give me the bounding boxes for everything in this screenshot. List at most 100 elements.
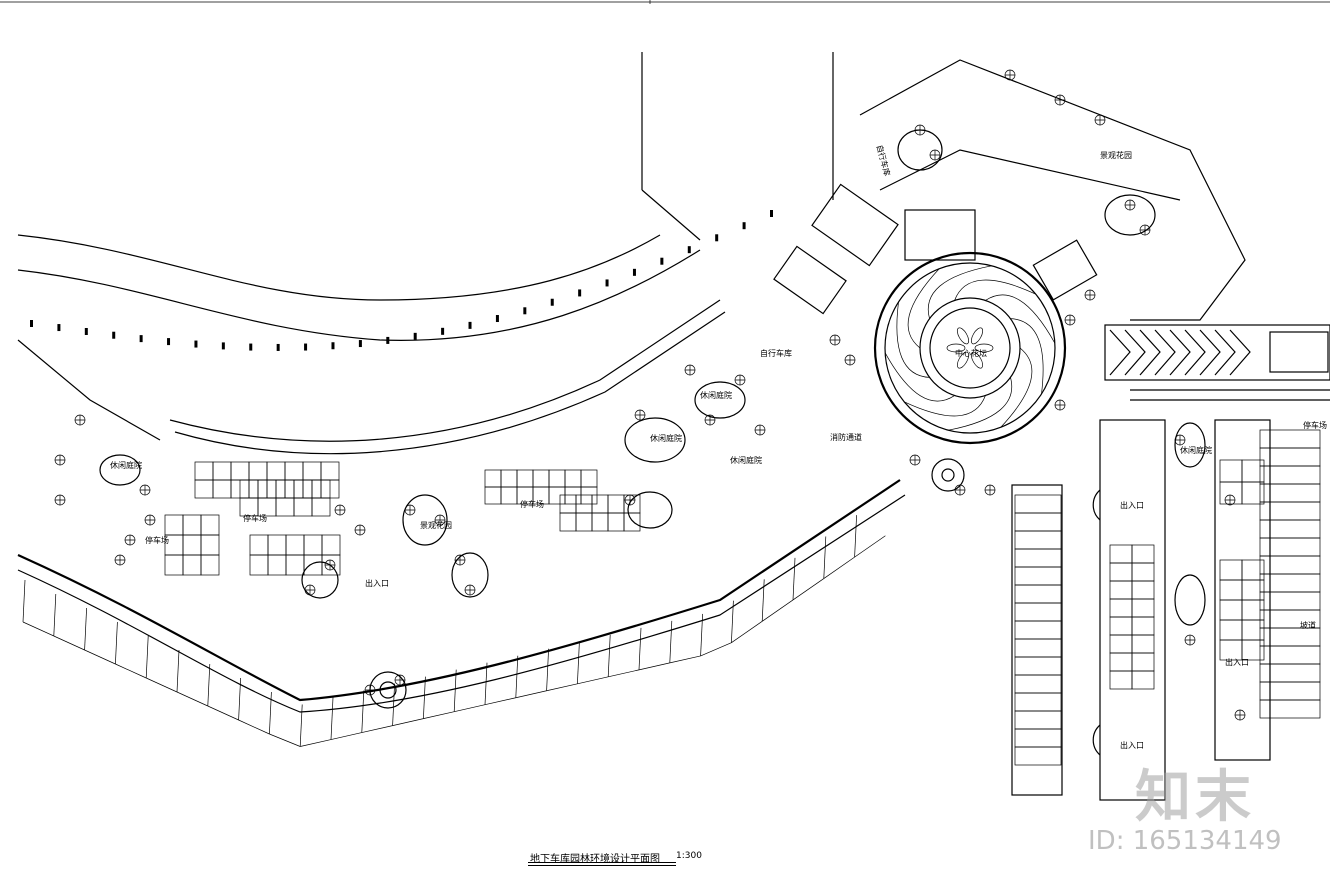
- stall-edge: [577, 676, 609, 685]
- tree-symbol-cross: [1065, 315, 1075, 325]
- column-markers: [30, 210, 773, 351]
- tree-symbol-cross: [465, 585, 475, 595]
- stall-edge: [854, 535, 886, 558]
- parking-space: [1014, 584, 1062, 604]
- parking-space: [1259, 483, 1321, 503]
- tree-symbol-cross: [405, 505, 415, 515]
- tree-symbol-cross: [335, 505, 345, 515]
- label-garden-2: 景观花园: [420, 521, 452, 530]
- parking-space: [1219, 459, 1243, 483]
- stall-divider: [515, 655, 519, 698]
- stall-divider: [731, 600, 734, 643]
- label-central-bed: 中心花坛: [955, 349, 987, 358]
- parking-space: [548, 486, 566, 505]
- stall-divider: [423, 676, 426, 719]
- parking-space: [212, 479, 232, 499]
- column-marker: [139, 335, 143, 343]
- parking-space: [1109, 562, 1133, 582]
- column-marker: [660, 257, 664, 265]
- parking-space: [1241, 619, 1265, 641]
- parking-space: [623, 512, 641, 532]
- parking-space: [1131, 562, 1155, 582]
- tree-symbol-cross: [845, 355, 855, 365]
- parking-space: [1219, 481, 1243, 505]
- stall-divider: [53, 593, 57, 637]
- title-underline-2: [528, 865, 676, 866]
- parking-space: [182, 514, 202, 536]
- stall-divider: [761, 579, 765, 622]
- column-marker: [770, 210, 773, 217]
- column-marker: [386, 336, 390, 344]
- curved-building: [17, 299, 906, 713]
- stall-divider: [176, 649, 180, 693]
- parking-space: [1109, 652, 1133, 672]
- parking-space: [285, 554, 305, 576]
- parking-space: [607, 494, 625, 514]
- column-marker: [578, 289, 582, 297]
- parking-space: [1014, 512, 1062, 532]
- east-parking-block: [1011, 389, 1330, 801]
- tree-symbol-cross: [55, 455, 65, 465]
- stall-divider: [577, 641, 580, 684]
- central-rotunda: [873, 251, 1067, 445]
- parking-space: [249, 534, 269, 556]
- tree-symbol-cross: [930, 150, 940, 160]
- column-marker: [550, 298, 554, 306]
- circular-stairs: [369, 458, 1101, 756]
- parking-space: [303, 554, 323, 576]
- parking-space: [1259, 519, 1321, 539]
- stall-edge: [176, 691, 208, 707]
- label-parking-3: 停车场: [1303, 421, 1327, 430]
- label-entrance-2: 出入口: [1120, 501, 1144, 510]
- label-entrance-1: 出入口: [365, 579, 389, 588]
- flower-petal: [970, 327, 984, 345]
- parking-space: [516, 469, 534, 488]
- tree-symbol-cross: [1225, 495, 1235, 505]
- parking-space: [1241, 579, 1265, 601]
- parking-space: [1014, 620, 1062, 640]
- parking-space: [320, 461, 340, 481]
- column-marker: [167, 338, 171, 346]
- parking-space: [1219, 619, 1243, 641]
- column-marker: [687, 246, 691, 254]
- stall-edge: [454, 704, 486, 713]
- stall-divider: [84, 607, 87, 651]
- parking-space: [1014, 530, 1062, 550]
- parking-space: [1259, 501, 1321, 521]
- parking-space: [1241, 481, 1265, 505]
- parking-space: [1014, 566, 1062, 586]
- parking-space: [1014, 674, 1062, 694]
- parking-space: [564, 469, 582, 488]
- parking-space: [1259, 681, 1321, 701]
- parking-space: [1259, 429, 1321, 449]
- tree-symbol-cross: [1055, 95, 1065, 105]
- stall-edge: [53, 635, 85, 651]
- tree-symbol-cross: [355, 525, 365, 535]
- column-marker: [304, 343, 308, 351]
- parking-space: [194, 461, 214, 481]
- tree-symbol-cross: [910, 455, 920, 465]
- parking-space: [1014, 692, 1062, 712]
- parking-space: [285, 534, 305, 556]
- label-courtyard-1: 休闲庭院: [110, 461, 142, 470]
- parking-space: [1014, 746, 1062, 766]
- stall-edge: [361, 725, 393, 733]
- parking-space: [1259, 465, 1321, 485]
- parking-space: [311, 497, 331, 517]
- watermark-logo: 知末: [1135, 765, 1255, 830]
- stall-edge: [207, 705, 239, 721]
- column-marker: [358, 340, 362, 348]
- parking-space: [182, 554, 202, 576]
- stall-divider: [238, 677, 241, 721]
- parking-space: [564, 486, 582, 505]
- parking-space: [1241, 459, 1265, 483]
- stall-divider: [330, 697, 334, 740]
- parking-space: [1131, 670, 1155, 690]
- stall-divider: [700, 613, 703, 656]
- parking-space: [1219, 579, 1243, 601]
- tree-symbol-cross: [75, 415, 85, 425]
- column-marker: [331, 342, 335, 350]
- spiral-arc: [904, 395, 986, 417]
- stall-edge: [792, 578, 824, 601]
